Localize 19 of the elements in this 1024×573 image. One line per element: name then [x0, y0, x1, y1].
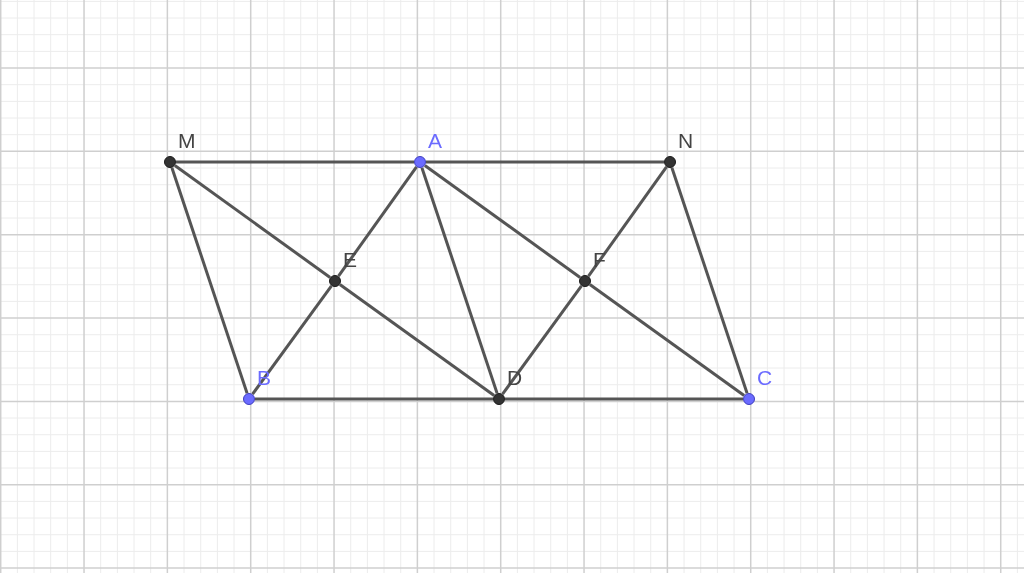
point-label: M	[178, 130, 196, 151]
point-label: N	[678, 130, 694, 151]
line-segment	[176, 160, 414, 164]
line-segment	[589, 283, 745, 397]
line-segment	[420, 167, 499, 394]
line-segment	[426, 160, 664, 164]
line-segment	[505, 397, 743, 401]
line-segment	[587, 166, 668, 277]
line-segment	[337, 166, 418, 277]
line-segment	[501, 284, 583, 396]
line-segment	[255, 397, 493, 401]
line-segment	[170, 167, 249, 394]
point-label: C	[757, 367, 773, 388]
line-segment	[251, 284, 333, 396]
line-segment	[670, 167, 749, 394]
point-label: A	[428, 130, 442, 151]
line-segment	[339, 283, 495, 397]
line-segment	[174, 164, 331, 279]
line-segment	[424, 164, 581, 279]
